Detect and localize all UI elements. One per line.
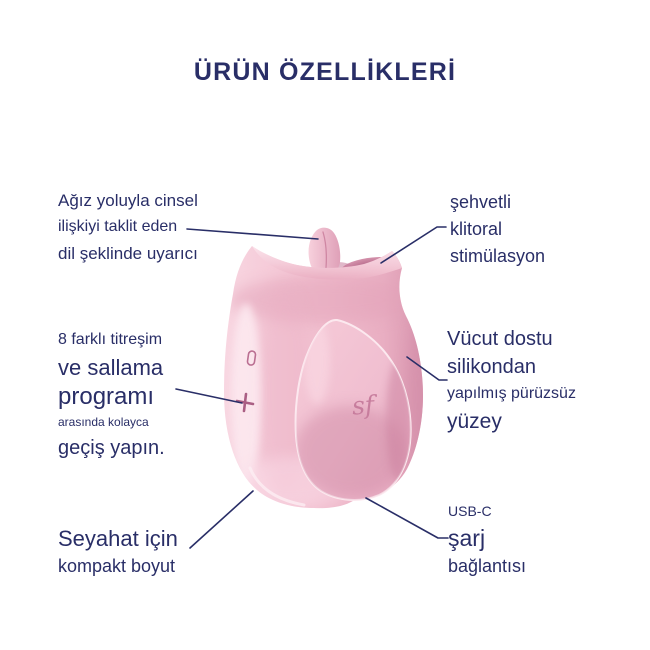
callout-body-friendly-silicone: Vücut dostu silikondan yapılmış pürüzsüz… [447,325,576,437]
callout-compact-size: Seyahat için kompakt boyut [58,524,178,579]
minus-button-icon [246,350,257,366]
callout-line: ilişkiyi taklit eden [58,218,178,235]
tongue-tip [308,227,341,274]
connector-travel [189,490,254,549]
panel-shading [295,320,411,498]
callout-vibration-programs: 8 farklı titreşim ve sallama programı ar… [58,327,165,462]
callout-line: USB-C [448,503,492,519]
connector-silicone [406,356,448,381]
callout-line: yüzey [447,410,502,433]
callout-line: geçiş yapın. [58,437,165,459]
connector-tongue [186,228,319,240]
plus-button-icon [235,392,255,413]
callout-line: bağlantısı [448,556,527,576]
callout-clitoral-stimulation: şehvetli klitoral stimülasyon [450,189,545,270]
page-title: ÜRÜN ÖZELLİKLERİ [193,58,457,86]
callout-line: arasında kolayca [58,415,149,429]
callout-line: Ağız yoluyla cinsel [58,191,198,210]
callout-line: kompakt boyut [58,556,176,576]
callout-line: Seyahat için [58,526,178,551]
callout-line: şehvetli [450,192,512,212]
callout-line: 8 farklı titreşim [58,331,163,348]
connector-usb [365,497,449,539]
bottom-seam-highlight [248,466,306,507]
callout-line: Vücut dostu [447,328,553,350]
callout-line: dil şeklinde uyarıcı [58,244,198,263]
device-body: sf [224,227,423,509]
callout-tongue-stimulator: Ağız yoluyla cinsel ilişkiyi taklit eden… [58,187,198,267]
callout-line: silikondan [447,356,536,378]
connector-programs [175,388,243,404]
callout-line: klitoral [450,219,503,239]
callout-line: stimülasyon [450,246,546,266]
connector-clitoral [380,226,447,264]
callout-line: ve sallama [58,355,164,380]
callout-line: yapılmış pürüzsüz [447,385,576,402]
callout-line: programı [58,383,155,410]
cup-front-lip [252,246,402,280]
callout-usb-charging: USB-C şarj bağlantısı [448,499,526,579]
callout-line: şarj [448,525,486,551]
